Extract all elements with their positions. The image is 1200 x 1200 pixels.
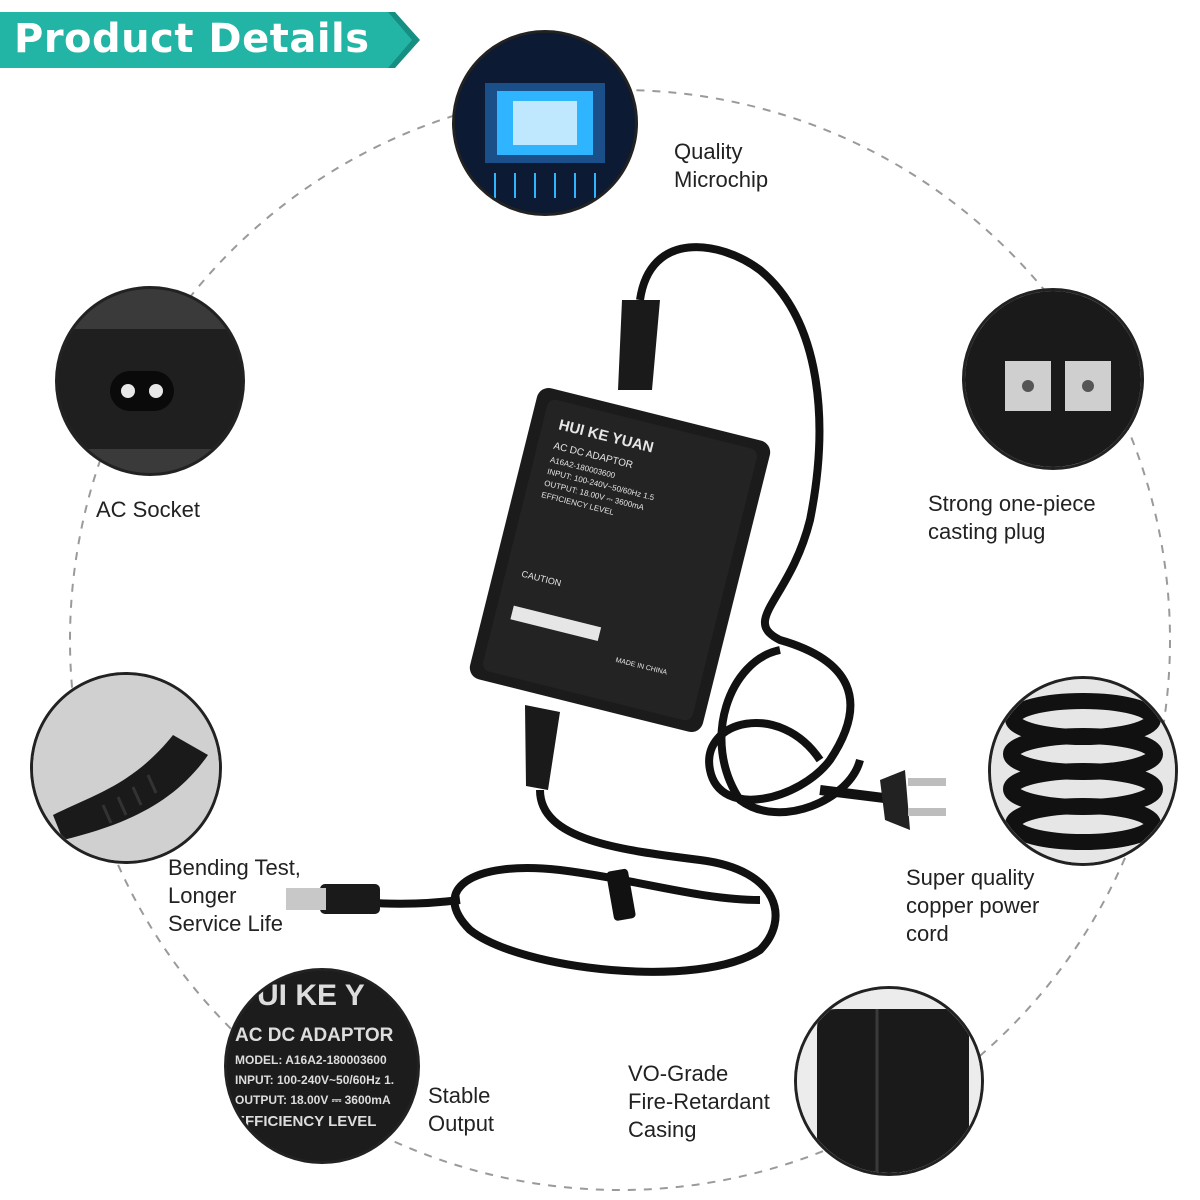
closeup-brand: UI KE Y [257, 979, 365, 1012]
banner-shape [0, 12, 420, 68]
strain-relief-icon [33, 675, 219, 861]
strain-relief-circle [30, 672, 222, 864]
closeup-title: AC DC ADAPTOR [235, 1025, 394, 1046]
casing-circle [794, 986, 984, 1176]
microchip-circle [452, 30, 638, 216]
dc-barrel-connector-icon [286, 884, 380, 914]
coiled-cord-circle [988, 676, 1178, 866]
product-details-banner: Product Details [0, 12, 420, 68]
closeup-output: OUTPUT: 18.00V ⎓ 3600mA [235, 1093, 391, 1107]
feature-label-strain-relief: Bending Test, Longer Service Life [168, 855, 301, 936]
feature-label-ac-socket: AC Socket [96, 497, 200, 522]
feature-label-stable-output: Stable Output [428, 1083, 495, 1136]
closeup-model: MODEL: A16A2-180003600 [235, 1053, 387, 1067]
ac-socket-circle [55, 286, 245, 476]
feature-label-plug: Strong one-piece casting plug [928, 491, 1096, 544]
feature-label-casing: VO-Grade Fire-Retardant Casing [628, 1061, 770, 1142]
coiled-cord-icon [991, 679, 1175, 863]
label-closeup-circle: UI KE Y AC DC ADAPTOR MODEL: A16A2-18000… [224, 968, 420, 1164]
page-title: Product Details [14, 16, 370, 62]
casing-corner-icon [797, 989, 981, 1173]
closeup-input: INPUT: 100-240V~50/60Hz 1. [235, 1073, 395, 1087]
feature-label-coiled-cord: Super quality copper power cord [906, 865, 1040, 946]
label-closeup-icon: UI KE Y AC DC ADAPTOR MODEL: A16A2-18000… [227, 971, 417, 1161]
ac-plug-icon [880, 770, 946, 830]
plug-circle [962, 288, 1144, 470]
ac-socket-icon [58, 289, 242, 473]
plug-prongs-icon [965, 291, 1141, 467]
closeup-efficiency: EFFICIENCY LEVEL [235, 1113, 377, 1130]
feature-label-microchip: Quality Microchip [674, 139, 769, 192]
microchip-icon [455, 33, 635, 213]
